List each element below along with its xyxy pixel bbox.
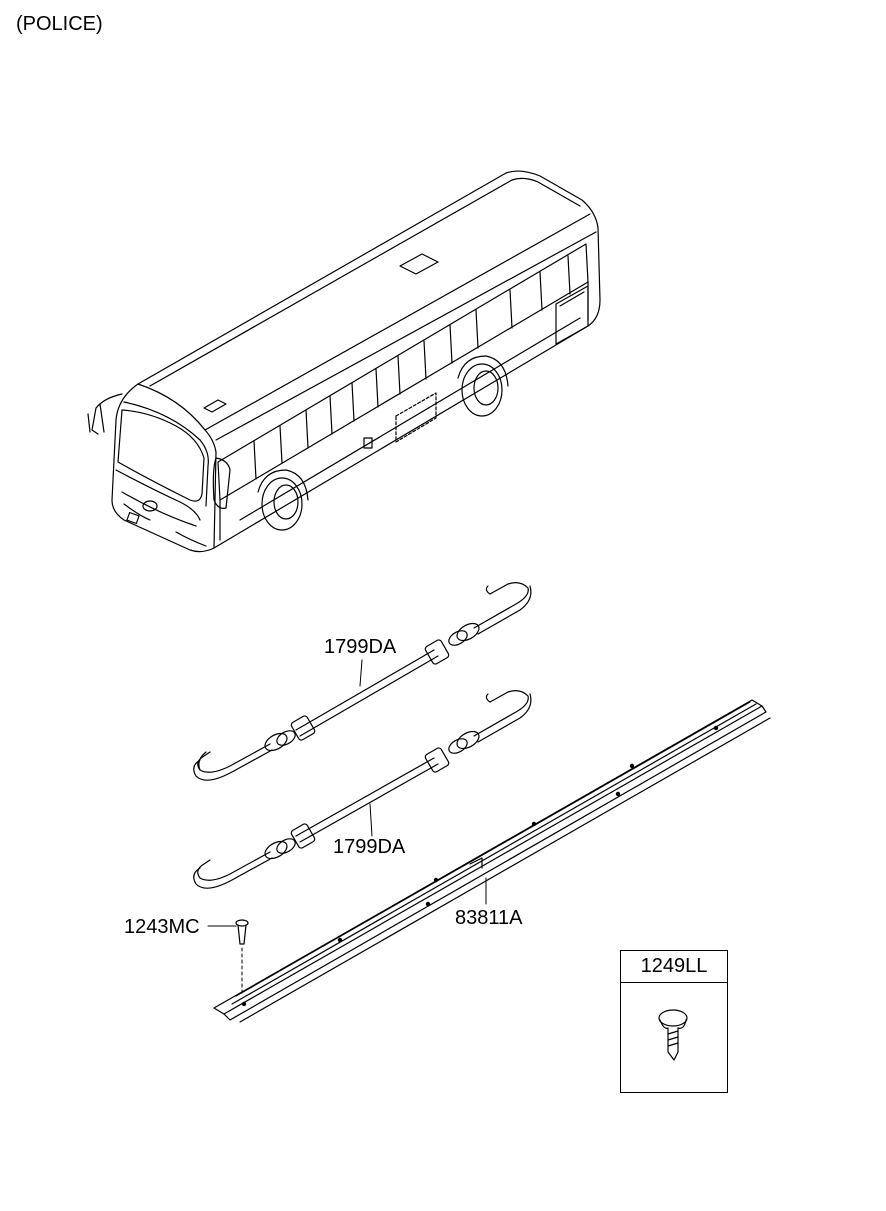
window-pillars	[253, 255, 571, 480]
screw-part-box: 1249LL	[620, 950, 728, 1093]
front-wheel	[257, 469, 309, 531]
screw-illustration	[658, 1009, 688, 1061]
strap-upper	[193, 582, 532, 781]
variant-label: (POLICE)	[16, 13, 103, 35]
bolt-part	[207, 919, 249, 997]
callout-bolt: 1243MC	[124, 916, 200, 938]
bus-illustration	[87, 170, 601, 553]
callout-strap-lower: 1799DA	[333, 836, 406, 858]
screw-part-label: 1249LL	[621, 951, 727, 983]
strap-lower	[193, 690, 532, 889]
rail	[213, 699, 771, 1023]
rear-wheel	[457, 355, 509, 417]
callout-rail: 83811A	[455, 907, 523, 929]
callout-strap-upper: 1799DA	[324, 636, 397, 658]
